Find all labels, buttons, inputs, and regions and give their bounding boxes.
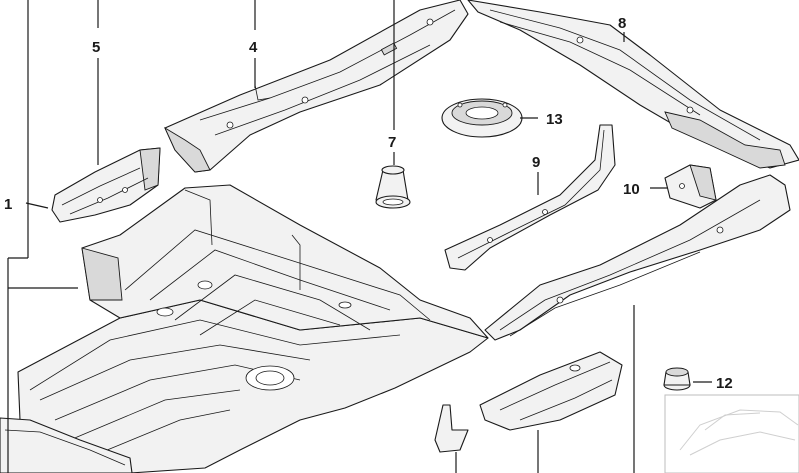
callout-1: 1: [4, 196, 12, 213]
heat-shield: [479, 351, 623, 431]
part-10-bracket: [664, 164, 717, 209]
reference-car-thumbnail: [664, 394, 799, 473]
callout-5: 5: [92, 39, 100, 56]
part-8-longitudinal-member: [467, 0, 799, 169]
callout-9: 9: [532, 154, 540, 171]
callout-8: 8: [618, 15, 626, 32]
part-7-grommet: [375, 165, 411, 209]
part-9-strut: [444, 124, 616, 271]
part-12-clip: [663, 367, 691, 391]
part-13-mount-plate: [441, 98, 523, 138]
right-side-member: [484, 174, 791, 341]
leader-lines: [7, 0, 712, 473]
callout-7: 7: [388, 134, 396, 151]
part-1-floor-pan: [0, 184, 489, 473]
small-bracket: [434, 404, 469, 453]
callout-13: 13: [546, 111, 563, 128]
part-5-bracket: [51, 147, 161, 223]
part-4-longitudinal-member: [163, 0, 469, 173]
callout-4: 4: [249, 39, 258, 56]
callout-12: 12: [716, 375, 733, 392]
callout-10: 10: [623, 181, 640, 198]
